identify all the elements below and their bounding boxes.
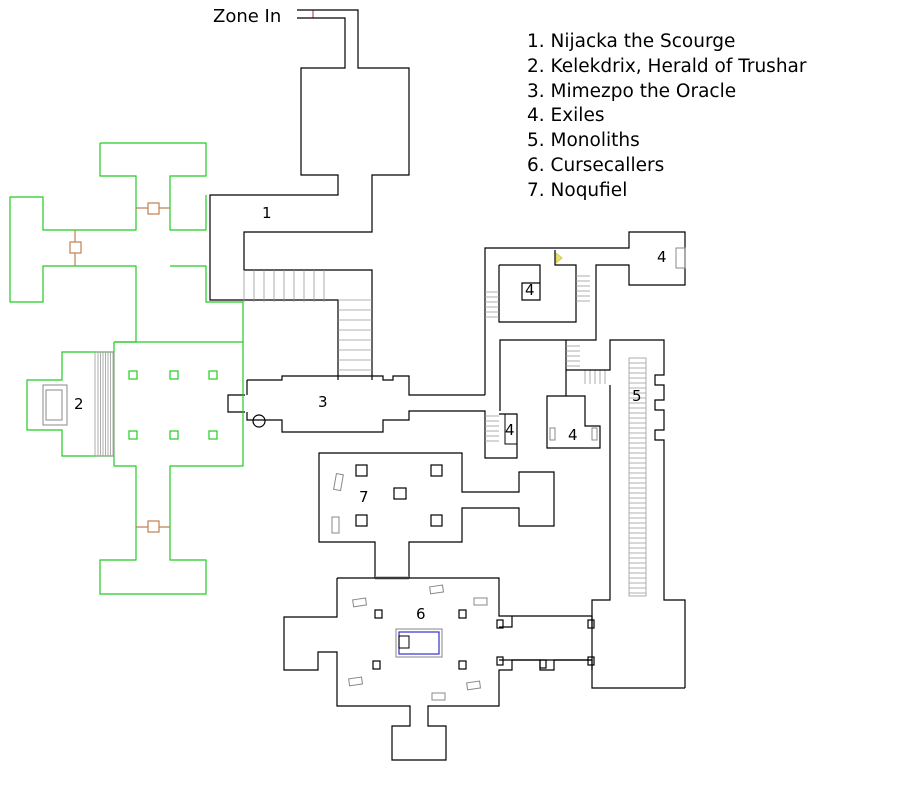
room-7-walls (318, 452, 555, 579)
marker-4-north: 4 (525, 281, 535, 299)
altar (395, 628, 443, 658)
map-legend: 1. Nijacka the Scourge 2. Kelekdrix, Her… (527, 30, 807, 204)
zone-in-label: Zone In (213, 6, 281, 27)
marker-6: 6 (416, 605, 426, 623)
marker-2: 2 (74, 395, 84, 413)
exiles-alcove (504, 413, 518, 445)
room-5-walls (566, 339, 686, 689)
marker-4-south: 4 (568, 426, 578, 444)
legend-item-2: 2. Kelekdrix, Herald of Trushar (527, 55, 807, 77)
room-6-pillars (372, 609, 595, 670)
legend-item-5: 5. Monoliths (527, 130, 640, 152)
green-wing-walls (9, 142, 244, 595)
east-upper-walls (484, 231, 686, 449)
upper-area-walls (209, 9, 410, 380)
room-6-objects (348, 584, 488, 701)
marker-1: 1 (262, 204, 272, 222)
highlight-marker (555, 252, 563, 264)
marker-4-north-east: 4 (657, 248, 667, 266)
marker-7: 7 (359, 488, 369, 506)
upper-stairs (243, 270, 372, 371)
green-wing-stairs (94, 351, 115, 457)
green-wing-pillars (128, 370, 218, 440)
marker-3: 3 (318, 393, 328, 411)
room-7-objects (331, 473, 344, 534)
legend-item-7: 7. Noqufiel (527, 179, 628, 201)
throne (42, 384, 68, 426)
exiles-niche-b (591, 427, 598, 441)
legend-item-3: 3. Mimezpo the Oracle (527, 80, 737, 102)
marker-5: 5 (632, 387, 642, 405)
marker-4-west: 4 (505, 421, 515, 439)
legend-item-6: 6. Cursecallers (527, 154, 665, 176)
green-wing-doors (69, 202, 170, 533)
east-stairs (485, 275, 606, 442)
legend-item-1: 1. Nijacka the Scourge (527, 31, 736, 52)
room-7-pillars (355, 464, 443, 527)
room-6-walls (283, 577, 593, 761)
exiles-niche-a (549, 427, 556, 441)
east-upper-niche (675, 247, 686, 269)
legend-item-4: 4. Exiles (527, 105, 605, 127)
oracle-circle (252, 414, 266, 428)
room-5-stairs (628, 357, 647, 597)
room-3-walls (227, 375, 518, 459)
